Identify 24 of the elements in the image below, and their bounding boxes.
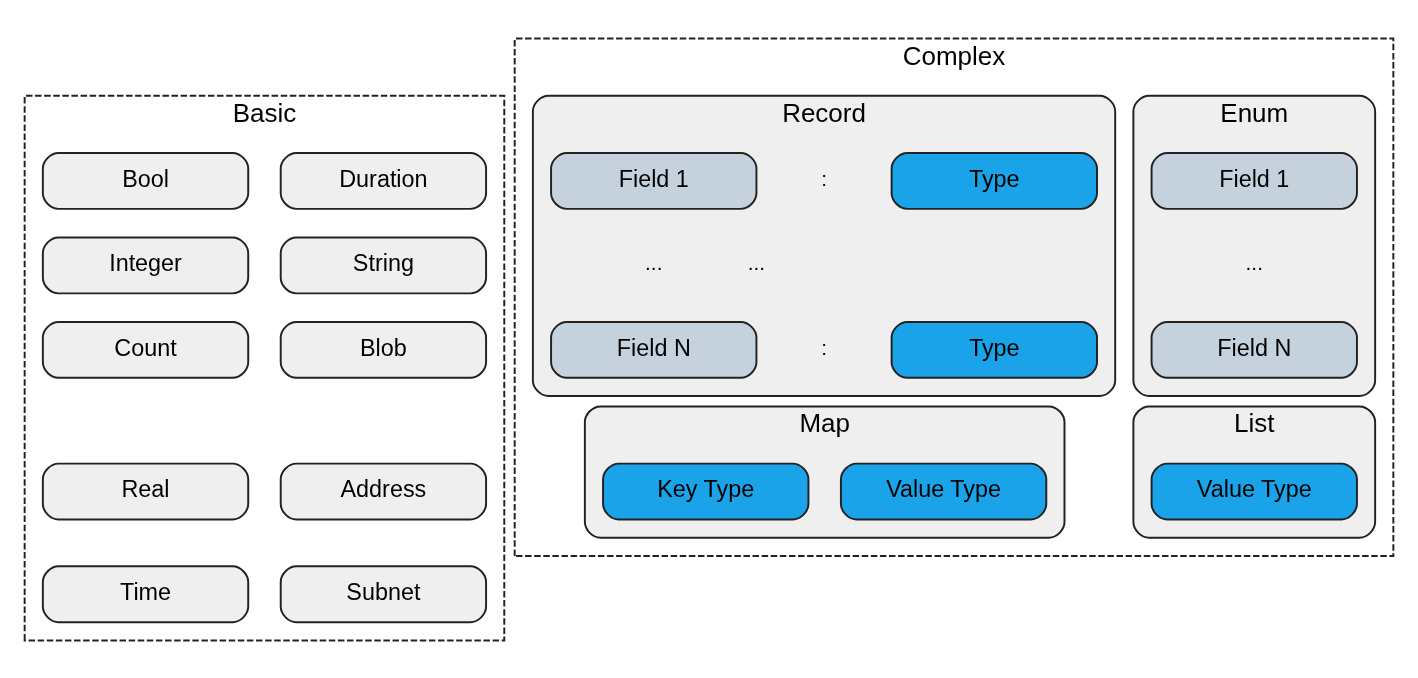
node-box: Subnet [279,564,488,623]
node-box: Value Type [1150,462,1358,520]
node-box: Type [890,320,1098,379]
node-box: Field 1 [550,151,758,210]
node-box: Count [41,320,250,379]
node-box: Key Type [602,462,810,520]
node-box: String [279,236,488,294]
node-box: Type [890,151,1098,210]
label: : [821,166,827,190]
node-box: Bool [41,151,250,210]
node-box: Time [41,564,250,623]
node-box: Field N [1150,320,1358,379]
label: : [821,335,827,359]
node-box: Duration [279,151,488,210]
node-box: Value Type [839,462,1048,520]
label: ... [645,250,663,274]
node-box: Blob [279,320,488,379]
label: ... [1245,250,1263,274]
node-box: Integer [41,236,250,294]
node-box: Address [279,462,488,520]
node-box: Real [41,462,250,520]
node-box: Field 1 [1150,151,1358,210]
node-box: Field N [550,320,758,379]
label: ... [747,250,766,274]
